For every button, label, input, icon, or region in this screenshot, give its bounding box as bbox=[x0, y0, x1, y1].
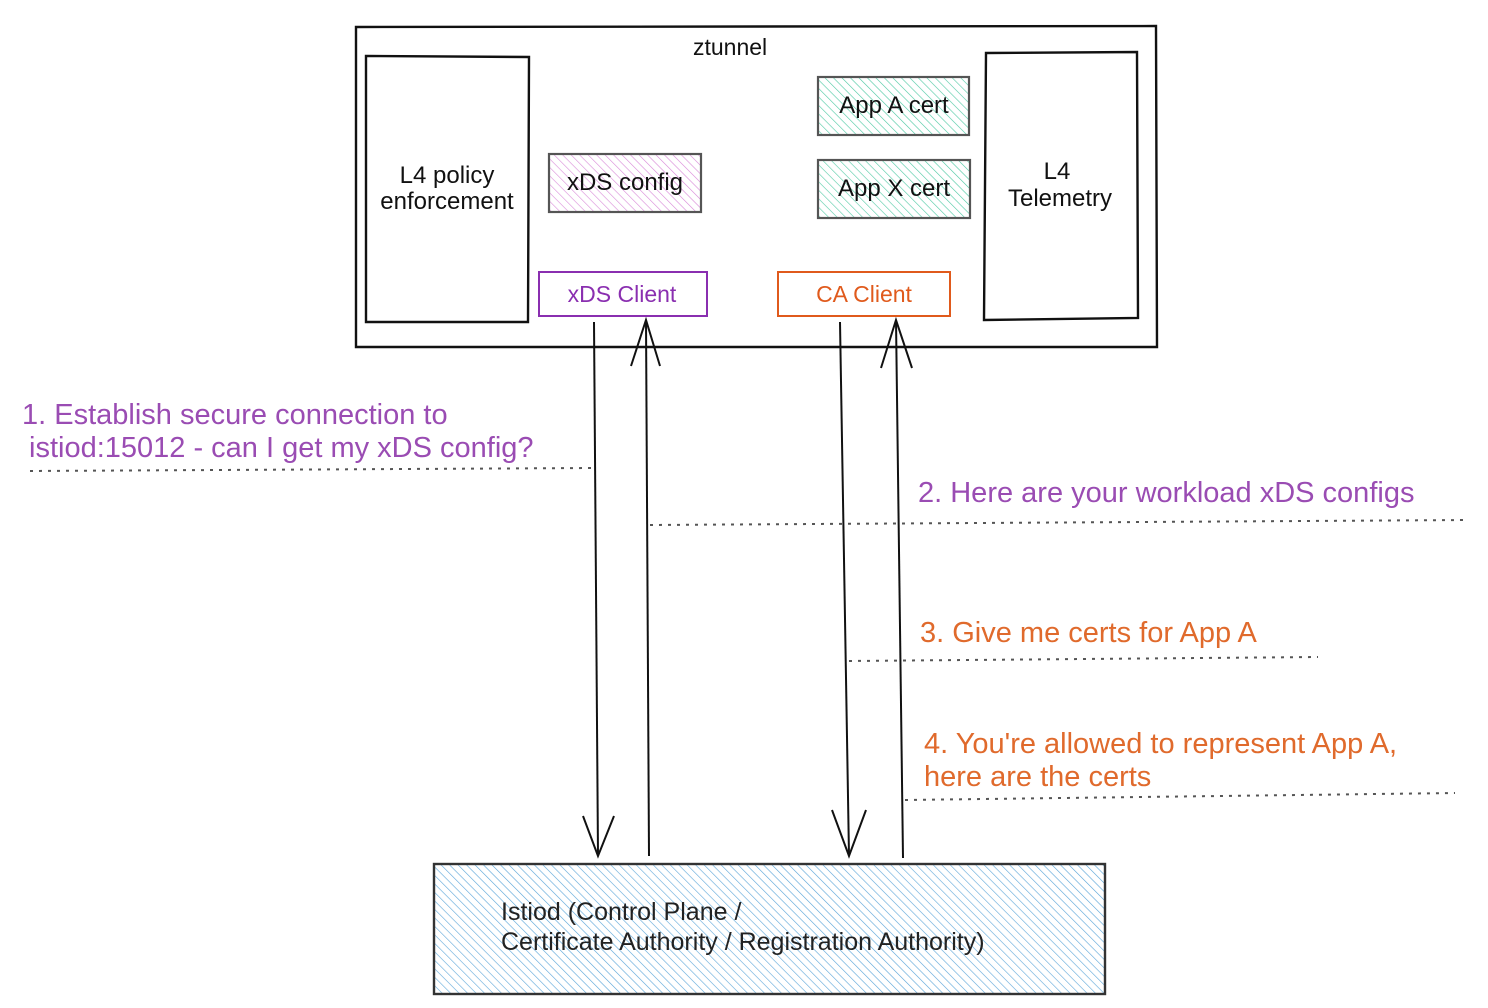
xds-client-box bbox=[538, 271, 708, 317]
step4-label-line2: here are the certs bbox=[924, 761, 1152, 793]
step2-leader bbox=[649, 519, 1469, 526]
policy-enforcement-label-line1: L4 policy bbox=[399, 162, 495, 189]
telemetry-label-line1: L4 bbox=[1043, 158, 1071, 185]
arrow-ca-response bbox=[880, 316, 913, 859]
step4-leader bbox=[904, 792, 1456, 801]
step4-label-line1: 4. You're allowed to represent App A, bbox=[924, 728, 1398, 760]
arrow-xds-request bbox=[582, 321, 615, 859]
step3-label: 3. Give me certs for App A bbox=[920, 617, 1257, 649]
step3-leader bbox=[848, 656, 1319, 662]
policy-enforcement-box bbox=[364, 54, 531, 324]
ztunnel-title: ztunnel bbox=[693, 34, 768, 60]
arrow-xds-response bbox=[630, 316, 661, 857]
app-a-cert-box bbox=[816, 75, 971, 137]
xds-config-label: xDS config bbox=[566, 169, 684, 196]
policy-enforcement-label-line2: enforcement bbox=[380, 188, 514, 215]
xds-client-label: xDS Client bbox=[567, 281, 677, 307]
step2-label: 2. Here are your workload xDS configs bbox=[918, 477, 1415, 509]
istiod-label-line2: Certificate Authority / Registration Aut… bbox=[501, 928, 985, 956]
telemetry-box bbox=[982, 50, 1140, 322]
ca-client-label: CA Client bbox=[816, 281, 912, 307]
app-x-cert-label: App X cert bbox=[837, 175, 951, 202]
istiod-box bbox=[432, 862, 1107, 996]
step1-label-line1: 1. Establish secure connection to bbox=[22, 399, 448, 431]
istiod-label-line1: Istiod (Control Plane / bbox=[501, 898, 742, 926]
arrow-ca-request bbox=[831, 321, 867, 859]
app-x-cert-box bbox=[816, 158, 972, 220]
telemetry-label-line2: Telemetry bbox=[1007, 185, 1113, 212]
ztunnel-box bbox=[354, 24, 1159, 349]
step1-leader bbox=[29, 467, 593, 472]
app-a-cert-label: App A cert bbox=[839, 92, 949, 119]
ca-client-box bbox=[777, 271, 951, 317]
xds-config-box bbox=[547, 152, 703, 214]
step1-label-line2: istiod:15012 - can I get my xDS config? bbox=[29, 432, 534, 464]
